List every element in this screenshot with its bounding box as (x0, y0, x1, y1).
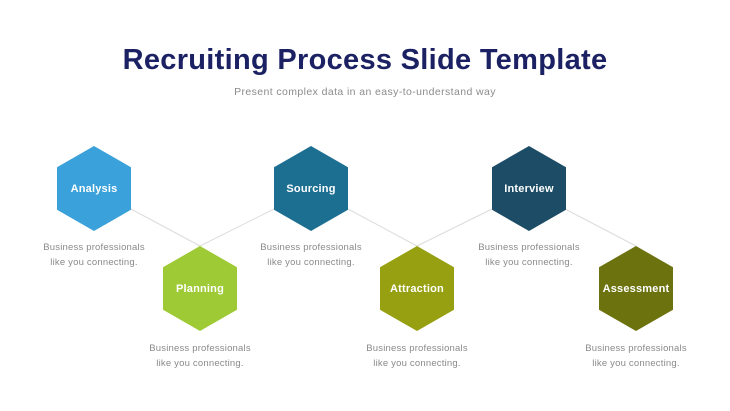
caption-attraction: Business professionals like you connecti… (342, 341, 492, 371)
caption-line: like you connecting. (373, 358, 461, 369)
hexagon-label: Planning (175, 282, 225, 295)
caption-planning: Business professionals like you connecti… (125, 341, 275, 371)
hexagon-label: Attraction (390, 282, 444, 295)
caption-interview: Business professionals like you connecti… (454, 240, 604, 270)
hexagon-sourcing: Sourcing (274, 146, 348, 231)
slide-title: Recruiting Process Slide Template (122, 44, 608, 76)
caption-analysis: Business professionals like you connecti… (19, 240, 169, 270)
caption-line: Business professionals (478, 242, 580, 253)
slide-subtitle: Present complex data in an easy-to-under… (234, 86, 496, 98)
caption-line: like you connecting. (267, 257, 355, 268)
caption-line: Business professionals (260, 242, 362, 253)
connector-line (564, 208, 637, 247)
connector-line (347, 208, 418, 247)
hexagon-label: Assessment (602, 282, 670, 295)
caption-line: Business professionals (43, 242, 145, 253)
caption-line: Business professionals (366, 343, 468, 354)
caption-line: like you connecting. (592, 358, 680, 369)
caption-line: like you connecting. (485, 257, 573, 268)
caption-line: like you connecting. (50, 257, 138, 268)
hexagon-label: Analysis (70, 182, 118, 195)
hexagon-analysis: Analysis (57, 146, 131, 231)
hexagon-label: Interview (504, 182, 554, 195)
hexagon-label: Sourcing (286, 182, 336, 195)
caption-line: Business professionals (585, 343, 687, 354)
caption-line: Business professionals (149, 343, 251, 354)
caption-line: like you connecting. (156, 358, 244, 369)
caption-assessment: Business professionals like you connecti… (561, 341, 711, 371)
connector-line (130, 208, 201, 247)
connector-line (416, 208, 493, 247)
caption-sourcing: Business professionals like you connecti… (236, 240, 386, 270)
connector-line (199, 208, 275, 247)
